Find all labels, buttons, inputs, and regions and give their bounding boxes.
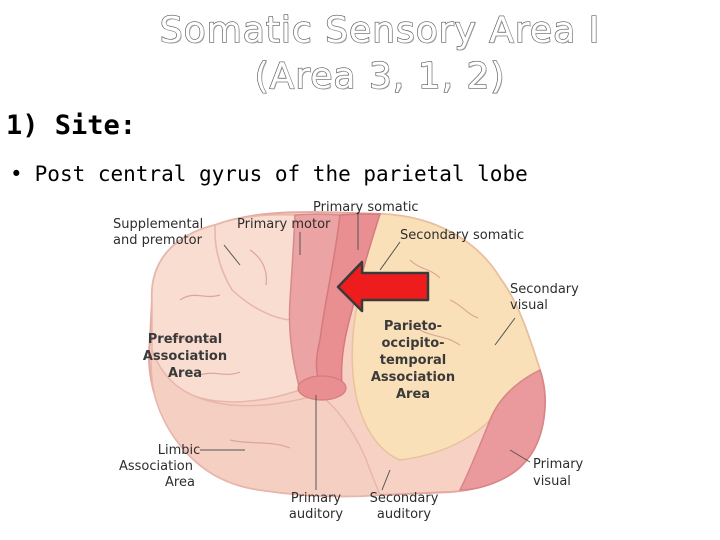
site-heading: 1) Site:	[6, 110, 137, 141]
label-secondary-visual-line-2: visual	[510, 298, 548, 313]
pointer-arrow	[336, 260, 430, 313]
primary-auditory-region	[297, 375, 347, 401]
bullet-text: Post central gyrus of the parietal lobe	[34, 162, 528, 186]
label-parieto-line-5: Area	[396, 387, 430, 402]
slide-title: Somatic Sensory Area I (Area 3, 1, 2)	[80, 8, 680, 100]
label-limbic-line-1: Limbic	[158, 443, 201, 458]
label-prefrontal-line-2: Association	[143, 349, 227, 364]
bullet-glyph: •	[10, 162, 23, 186]
label-supplemental-line-2: and premotor	[113, 233, 203, 248]
sulcus-lines	[169, 249, 479, 449]
label-secondary-visual-line-1: Secondary	[510, 282, 579, 297]
slide-title-line-1: Somatic Sensory Area I	[159, 9, 601, 51]
label-limbic-line-3: Area	[165, 475, 195, 490]
label-primary-auditory-line-2: auditory	[289, 507, 343, 522]
label-supplemental-line-1: Supplemental	[113, 217, 203, 232]
label-primary-visual-line-1: Primary	[533, 457, 584, 472]
label-primary-auditory-line-1: Primary	[291, 491, 342, 506]
label-prefrontal-line-1: Prefrontal	[148, 332, 222, 347]
label-secondary-somatic: Secondary somatic	[400, 228, 524, 243]
label-parieto-line-4: Association	[371, 370, 455, 385]
label-primary-visual-line-2: visual	[533, 474, 571, 489]
label-parieto-line-3: temporal	[380, 353, 446, 368]
label-parieto-line-2: occipito-	[381, 336, 444, 351]
leader-lines	[200, 212, 531, 491]
bullet-item: • Post central gyrus of the parietal lobe	[10, 162, 528, 186]
primary-somatic-strip	[315, 213, 382, 389]
label-parieto-line-1: Parieto-	[384, 319, 442, 334]
label-secondary-auditory-line-1: Secondary	[370, 491, 439, 506]
label-limbic-line-2: Association	[119, 459, 193, 474]
label-primary-motor: Primary motor	[237, 217, 331, 232]
slide-title-line-2: (Area 3, 1, 2)	[254, 55, 506, 97]
primary-visual-region	[458, 368, 546, 491]
label-secondary-auditory-line-2: auditory	[377, 507, 431, 522]
label-primary-somatic: Primary somatic	[313, 200, 419, 215]
label-prefrontal-line-3: Area	[168, 366, 202, 381]
